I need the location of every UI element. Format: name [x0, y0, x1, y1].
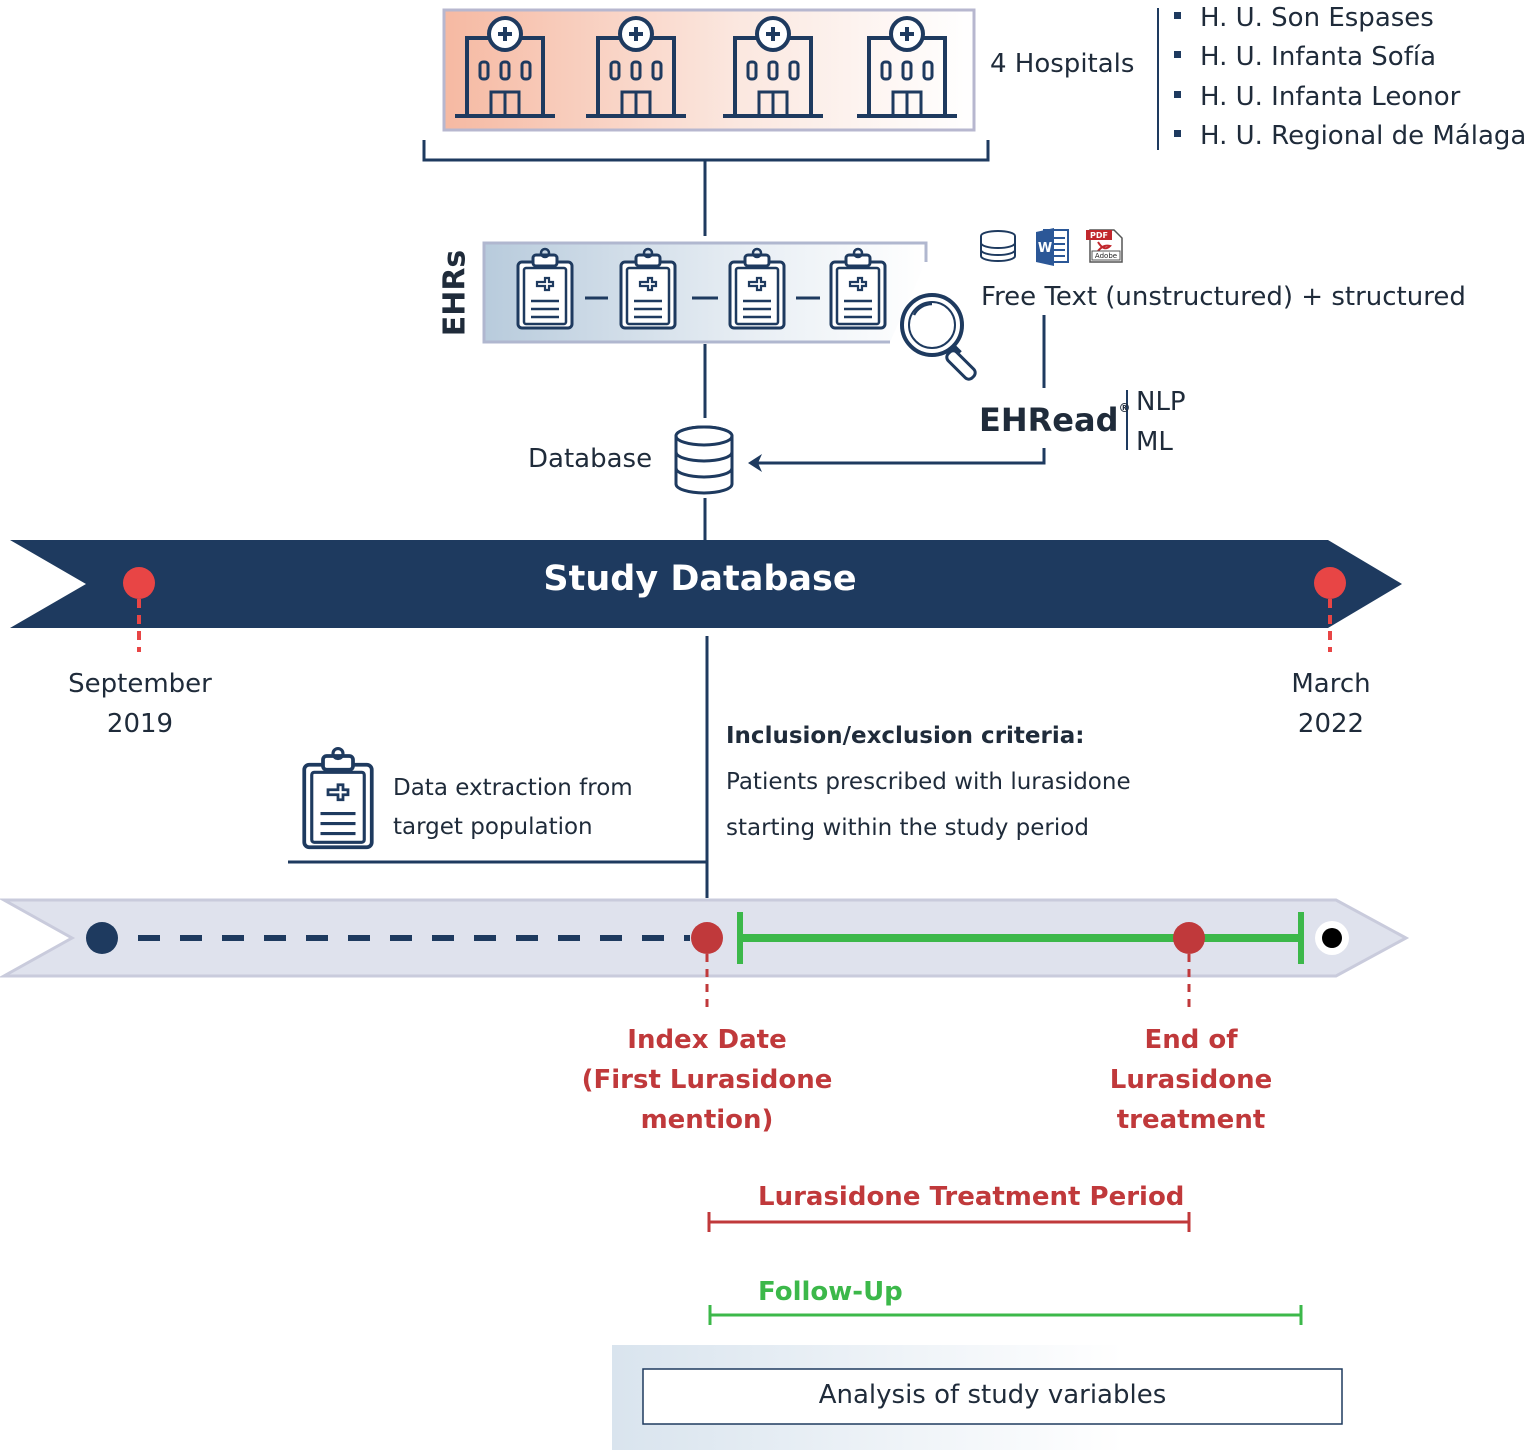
analysis-label: Analysis of study variables — [818, 1380, 1167, 1410]
follow-up-bracket — [708, 1305, 1303, 1325]
clipboard-icon — [619, 247, 677, 330]
hospitals-label: 4 Hospitals — [990, 49, 1135, 79]
ehread-method-nlp: NLP — [1136, 387, 1186, 417]
clipboard-icon — [516, 247, 574, 330]
database-icon — [674, 425, 734, 495]
end-treatment-line: Lurasidone — [1109, 1065, 1273, 1095]
analysis-box — [642, 1368, 1343, 1425]
pdf-badge: PDF — [1090, 231, 1108, 240]
hospitals-bracket — [422, 140, 990, 162]
follow-up-end-dot — [1322, 928, 1342, 948]
hospital-list-item: H. U. Son Espases — [1200, 3, 1434, 33]
study-start-year: 2019 — [106, 709, 174, 739]
ehrs-label: EHRs — [437, 249, 473, 337]
study-start-month: September — [68, 669, 212, 699]
study-end-year: 2022 — [1297, 709, 1365, 739]
end-treatment-marker — [1173, 922, 1205, 1012]
history-start-dot — [86, 922, 118, 954]
arrow-head-icon — [748, 454, 762, 472]
extraction-line: target population — [393, 814, 593, 840]
ehrs-box — [482, 241, 928, 344]
ehread-brand: EHRead® — [979, 401, 1131, 439]
index-date-line: mention) — [640, 1105, 774, 1135]
magnifier-icon — [900, 293, 977, 381]
study-end-date: March 2022 — [1231, 664, 1431, 744]
treatment-period-bracket — [707, 1212, 1191, 1232]
study-end-month: March — [1291, 669, 1371, 699]
criteria-line: Patients prescribed with lurasidone — [726, 769, 1131, 795]
end-treatment-label: End of Lurasidone treatment — [1060, 1020, 1322, 1140]
hospitals-box — [442, 8, 976, 132]
study-database-title: Study Database — [543, 559, 857, 599]
study-start-date: September 2019 — [40, 664, 240, 744]
svg-text:W: W — [1038, 241, 1052, 256]
ehread-method-ml: ML — [1136, 427, 1173, 457]
pdf-brand: Adobe — [1095, 252, 1117, 260]
data-types-label: Free Text (unstructured) + structured — [981, 282, 1466, 312]
hospital-list-item: H. U. Regional de Málaga — [1200, 121, 1527, 151]
criteria-title: Inclusion/exclusion criteria: — [726, 723, 1085, 749]
study-database-banner — [10, 540, 1402, 628]
criteria-line: starting within the study period — [726, 815, 1089, 841]
follow-up-label: Follow-Up — [758, 1277, 903, 1307]
index-date-line: (First Lurasidone — [581, 1065, 833, 1095]
index-date-line: Index Date — [627, 1025, 787, 1055]
pdf-icon — [1086, 229, 1123, 263]
extraction-line: Data extraction from — [393, 775, 633, 801]
end-treatment-line: End of — [1144, 1025, 1238, 1055]
flow-arrow-line — [758, 448, 1046, 465]
word-doc-icon: W — [1036, 228, 1069, 266]
index-date-marker — [691, 922, 723, 1012]
clipboard-icon — [728, 247, 786, 330]
index-date-label: Index Date (First Lurasidone mention) — [557, 1020, 857, 1140]
treatment-period-label: Lurasidone Treatment Period — [758, 1182, 1185, 1212]
database-label: Database — [528, 444, 653, 474]
clipboard-icon — [829, 247, 887, 330]
start-marker — [123, 567, 155, 652]
hospital-list-item: H. U. Infanta Leonor — [1200, 82, 1461, 112]
database-icon — [980, 230, 1016, 262]
end-treatment-line: treatment — [1116, 1105, 1266, 1135]
hospital-list-bullets — [1174, 12, 1181, 137]
hospital-list-item: H. U. Infanta Sofía — [1200, 42, 1437, 72]
clipboard-icon — [302, 746, 374, 850]
end-marker — [1314, 567, 1346, 652]
